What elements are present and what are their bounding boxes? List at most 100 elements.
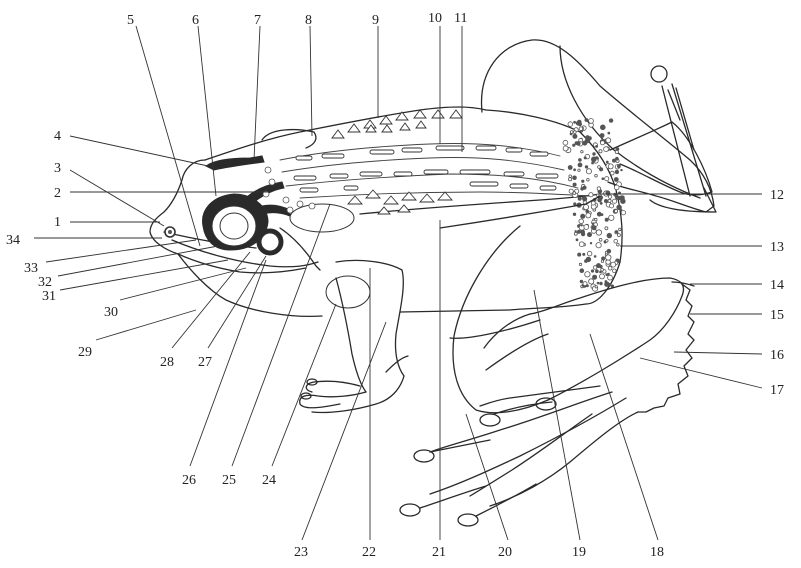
skin-granule xyxy=(606,255,611,260)
skin-granule xyxy=(599,167,603,171)
skin-granule xyxy=(581,151,583,153)
granular-flank xyxy=(563,118,626,291)
skin-granule xyxy=(591,201,595,205)
skin-granule xyxy=(605,218,609,222)
hind-leg xyxy=(400,226,694,526)
skin-granule xyxy=(569,175,572,178)
skin-granule xyxy=(584,156,587,159)
skin-granule xyxy=(620,169,622,171)
skin-granule xyxy=(573,213,576,216)
skin-granule xyxy=(573,183,577,187)
label-13: 13 xyxy=(770,240,784,255)
skin-granule xyxy=(569,178,572,181)
skin-granule xyxy=(601,260,603,262)
skin-granule xyxy=(615,157,619,161)
skin-granule xyxy=(618,196,623,201)
skin-granule xyxy=(610,171,614,175)
skin-granule xyxy=(602,177,605,180)
skin-granule xyxy=(576,141,581,146)
skin-granule xyxy=(579,242,584,247)
skin-granule xyxy=(619,228,622,231)
skin-granule xyxy=(587,251,592,256)
skin-granule xyxy=(597,212,602,217)
skin-granule xyxy=(606,138,611,143)
skin-granule xyxy=(599,238,602,241)
label-29: 29 xyxy=(78,345,92,360)
skin-granule xyxy=(607,249,612,254)
skin-granule xyxy=(594,255,597,258)
label-12: 12 xyxy=(770,188,784,203)
skin-granule xyxy=(592,152,595,155)
skin-granule xyxy=(572,176,577,181)
label-11: 11 xyxy=(454,11,467,26)
skin-granule xyxy=(578,163,583,168)
toe-pad-top xyxy=(651,66,667,82)
dorsal-tubercles xyxy=(332,110,462,214)
label-25: 25 xyxy=(222,473,236,488)
skin-granule xyxy=(590,242,592,244)
skin-granule xyxy=(576,238,579,241)
skin-granule xyxy=(599,282,602,285)
skin-granule xyxy=(595,218,598,221)
skin-granule xyxy=(605,177,609,181)
skin-granule xyxy=(608,164,613,169)
label-23: 23 xyxy=(294,545,308,560)
skin-granule xyxy=(595,174,598,177)
skin-granule xyxy=(617,164,621,168)
frog-body-drawing xyxy=(150,40,716,526)
skin-granule xyxy=(609,215,614,220)
skin-granule xyxy=(579,219,584,224)
skin-granule xyxy=(608,199,611,202)
skin-granule xyxy=(605,273,608,276)
skin-granule xyxy=(573,202,576,205)
skin-granule xyxy=(577,120,582,125)
label-10: 10 xyxy=(428,11,442,26)
label-8: 8 xyxy=(305,13,312,28)
skin-granule xyxy=(582,186,586,190)
skin-granule xyxy=(589,279,594,284)
skin-granule xyxy=(595,286,597,288)
skin-granule xyxy=(605,280,608,283)
skin-granule xyxy=(580,224,582,226)
skin-granule xyxy=(606,191,611,196)
label-6: 6 xyxy=(192,13,199,28)
skin-granule xyxy=(569,189,573,193)
label-27: 27 xyxy=(198,355,212,370)
label-15: 15 xyxy=(770,308,784,323)
skin-granule xyxy=(606,240,609,243)
skin-granule xyxy=(596,230,601,235)
label-4: 4 xyxy=(54,129,61,144)
skin-granule xyxy=(568,165,573,170)
skin-granule xyxy=(585,118,589,122)
label-1: 1 xyxy=(54,215,61,230)
skin-granule xyxy=(608,275,613,280)
label-30: 30 xyxy=(104,305,118,320)
skin-granule xyxy=(599,150,602,153)
dorsal-ridges xyxy=(280,144,600,215)
skin-granule xyxy=(597,282,600,285)
front-leg xyxy=(300,260,408,412)
skin-granule xyxy=(589,193,593,197)
label-18: 18 xyxy=(650,545,664,560)
skin-granule xyxy=(582,141,587,146)
label-22: 22 xyxy=(362,545,376,560)
skin-granule xyxy=(608,132,611,135)
skin-granule xyxy=(582,196,585,199)
label-20: 20 xyxy=(498,545,512,560)
label-28: 28 xyxy=(160,355,174,370)
skin-granule xyxy=(573,168,576,171)
skin-granule xyxy=(572,144,575,147)
skin-granule xyxy=(615,170,619,174)
skin-granule xyxy=(608,267,612,271)
skin-granule xyxy=(582,253,585,256)
skin-granule xyxy=(585,135,590,140)
label-5: 5 xyxy=(127,13,134,28)
skin-granule xyxy=(587,232,592,237)
skin-granule xyxy=(583,205,588,210)
label-24: 24 xyxy=(262,473,276,488)
skin-granule xyxy=(584,225,589,230)
skin-granule xyxy=(601,268,604,271)
label-3: 3 xyxy=(54,161,61,176)
skin-granule xyxy=(578,158,582,162)
